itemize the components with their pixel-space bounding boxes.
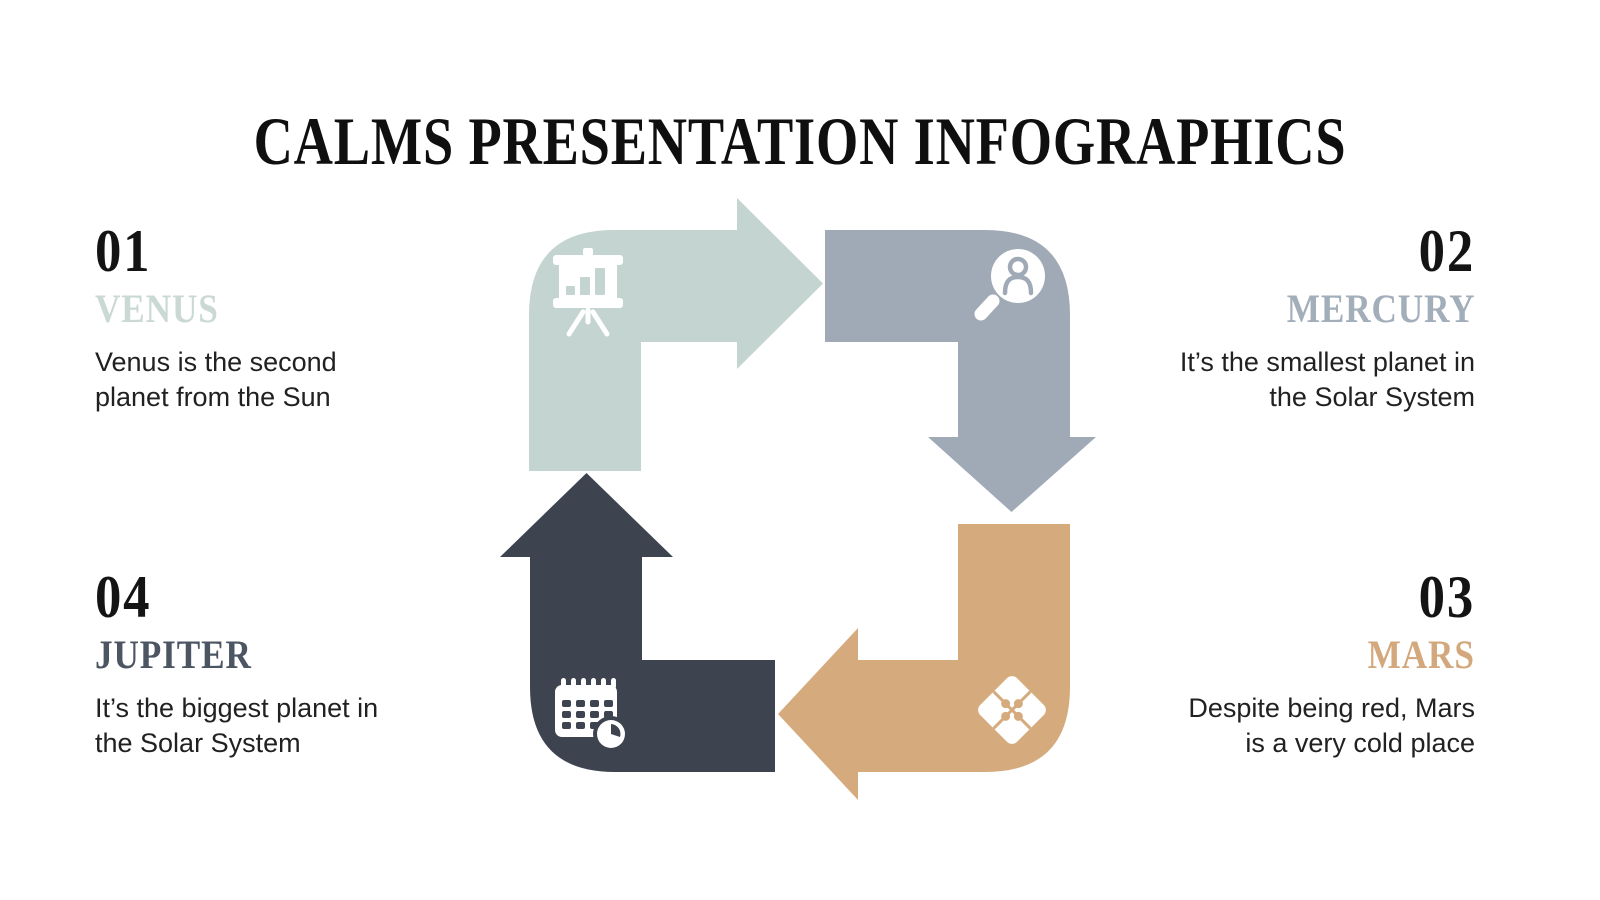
page-title-text: CALMS PRESENTATION INFOGRAPHICS xyxy=(253,102,1347,179)
step-number: 02 xyxy=(1418,218,1475,284)
search-person-icon xyxy=(974,249,1045,321)
desc-line: is a very cold place xyxy=(1245,728,1475,759)
info-block-mars: 03 MARS Despite being red, Mars is a ver… xyxy=(1015,566,1475,762)
step-number: 04 xyxy=(95,564,152,630)
step-name: MERCURY xyxy=(1286,286,1475,331)
step-description: Despite being red, Mars is a very cold p… xyxy=(1015,691,1475,762)
info-block-mercury: 02 MERCURY It’s the smallest planet in t… xyxy=(1015,220,1475,416)
desc-line: It’s the biggest planet in xyxy=(95,692,379,723)
desc-line: the Solar System xyxy=(95,728,301,759)
info-block-jupiter: 04 JUPITER It’s the biggest planet in th… xyxy=(95,566,555,762)
step-name: VENUS xyxy=(95,286,219,331)
step-description: Venus is the second planet from the Sun xyxy=(95,345,555,416)
info-block-venus: 01 VENUS Venus is the second planet from… xyxy=(95,220,555,416)
step-number: 03 xyxy=(1418,564,1475,630)
page-title: CALMS PRESENTATION INFOGRAPHICS xyxy=(0,102,1600,181)
desc-line: the Solar System xyxy=(1269,382,1475,413)
presentation-chart-icon xyxy=(553,248,623,337)
calendar-clock-icon xyxy=(555,678,629,752)
step-description: It’s the biggest planet in the Solar Sys… xyxy=(95,691,555,762)
venus-arrow xyxy=(529,198,823,471)
step-name: MARS xyxy=(1367,632,1475,677)
desc-line: It’s the smallest planet in xyxy=(1179,346,1475,377)
step-description: It’s the smallest planet in the Solar Sy… xyxy=(1015,345,1475,416)
desc-line: Venus is the second xyxy=(95,346,337,377)
desc-line: planet from the Sun xyxy=(95,382,331,413)
desc-line: Despite being red, Mars xyxy=(1188,692,1475,723)
step-name: JUPITER xyxy=(95,632,252,677)
puzzle-icon xyxy=(978,676,1046,744)
step-number: 01 xyxy=(95,218,152,284)
